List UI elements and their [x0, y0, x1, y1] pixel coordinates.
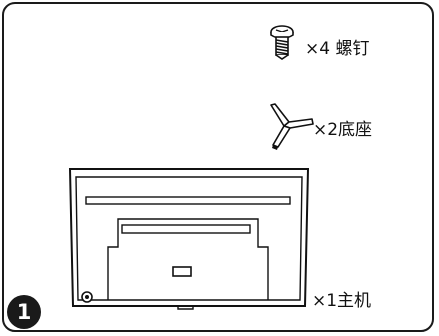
- screw-icon: [270, 25, 294, 60]
- tv-main-unit-icon: [68, 168, 310, 310]
- stand-base-icon: [270, 103, 314, 150]
- stand-base-quantity-label: ×2底座: [313, 120, 373, 140]
- screw-quantity-label: ×4 螺钉: [305, 39, 370, 59]
- step-number-badge: 1: [7, 295, 41, 329]
- parts-list-panel: ×4 螺钉 ×2底座 ×1主机 1: [2, 2, 434, 332]
- main-unit-quantity-label: ×1主机: [312, 291, 372, 311]
